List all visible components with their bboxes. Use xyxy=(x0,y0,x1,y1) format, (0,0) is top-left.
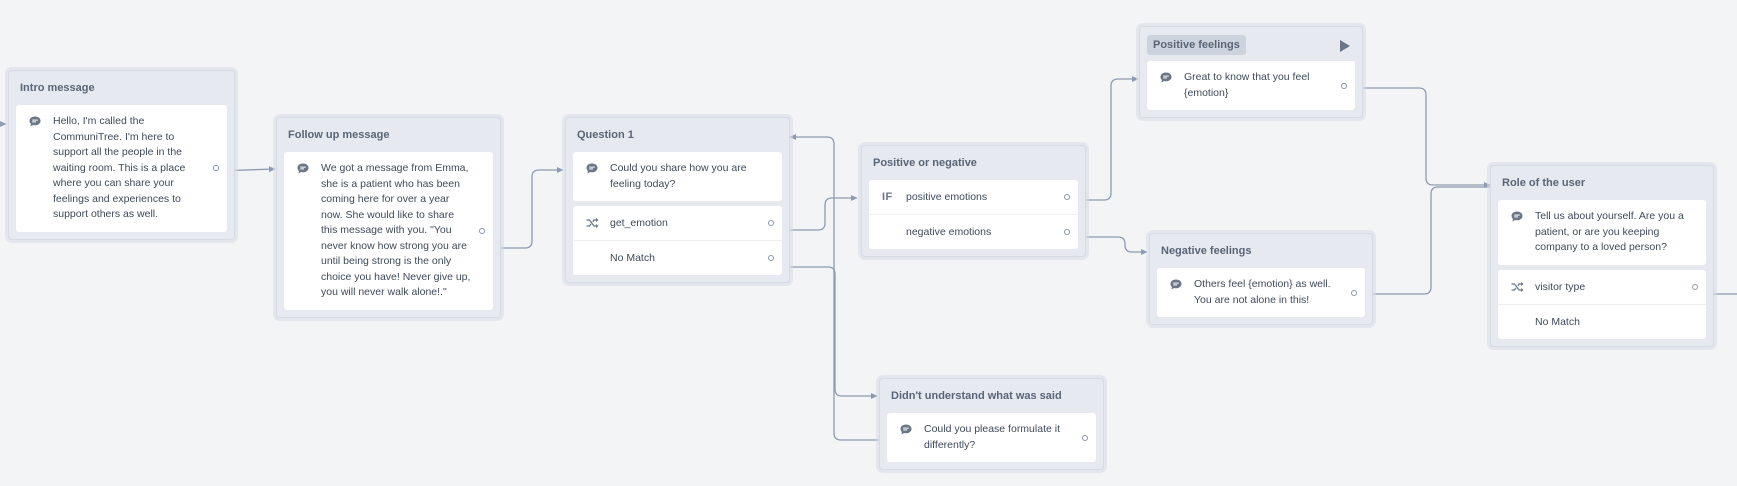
no-match-row[interactable]: No Match xyxy=(1498,303,1706,339)
condition-label: positive emotions xyxy=(906,191,988,203)
no-match-row[interactable]: No Match xyxy=(573,240,782,275)
output-port[interactable] xyxy=(213,165,219,172)
node-intro-message[interactable]: Intro message Hello, I'm called the Comm… xyxy=(8,70,235,240)
message-step[interactable]: Hello, I'm called the CommuniTree. I'm h… xyxy=(16,105,227,232)
output-port[interactable] xyxy=(1692,283,1698,290)
chat-bubble-icon xyxy=(29,116,41,127)
node-follow-up-message[interactable]: Follow up message We got a message from … xyxy=(276,117,501,318)
chat-bubble-icon xyxy=(900,424,912,435)
chat-bubble-icon xyxy=(1511,211,1523,222)
output-port[interactable] xyxy=(479,227,485,234)
node-title: Positive feelings xyxy=(1147,35,1246,55)
message-text: Could you share how you are feeling toda… xyxy=(610,162,747,190)
message-step[interactable]: We got a message from Emma, she is a pat… xyxy=(284,152,493,310)
output-port[interactable] xyxy=(1064,194,1070,200)
node-title: Positive or negative xyxy=(873,157,977,169)
capture-step[interactable]: get_emotion No Match xyxy=(573,206,782,275)
message-step[interactable]: Could you share how you are feeling toda… xyxy=(573,152,782,201)
output-port[interactable] xyxy=(1341,82,1347,89)
output-port[interactable] xyxy=(768,220,774,226)
output-port[interactable] xyxy=(768,255,774,261)
chat-bubble-icon xyxy=(1170,279,1182,290)
node-title: Negative feelings xyxy=(1161,245,1252,257)
message-step[interactable]: Could you please formulate it differentl… xyxy=(887,413,1096,462)
capture-label: visitor type xyxy=(1535,280,1586,293)
chat-bubble-icon xyxy=(297,163,309,174)
message-step[interactable]: Tell us about yourself. Are you a patien… xyxy=(1498,200,1706,265)
output-port[interactable] xyxy=(1064,229,1070,235)
node-title: Role of the user xyxy=(1502,177,1586,189)
node-title: Intro message xyxy=(20,82,95,94)
shuffle-icon xyxy=(1511,281,1524,292)
capture-label: get_emotion xyxy=(610,217,668,229)
message-text: Hello, I'm called the CommuniTree. I'm h… xyxy=(53,115,186,220)
message-text: We got a message from Emma, she is a pat… xyxy=(321,162,471,298)
wire-getemotion-to-posneg xyxy=(782,195,858,231)
wire-positive-feelings-to-role xyxy=(1352,87,1491,188)
no-match-label: No Match xyxy=(1535,315,1580,328)
capture-row-get-emotion[interactable]: get_emotion xyxy=(573,206,782,240)
message-step[interactable]: Great to know that you feel {emotion} xyxy=(1147,61,1355,110)
condition-row-negative[interactable]: negative emotions xyxy=(869,214,1078,249)
output-port[interactable] xyxy=(1351,289,1357,296)
node-title: Question 1 xyxy=(577,129,634,141)
wire-nomatch-to-didnt xyxy=(782,266,878,399)
node-question-1[interactable]: Question 1 Could you share how you are f… xyxy=(565,117,790,283)
capture-row-visitor-type[interactable]: visitor type xyxy=(1498,270,1706,304)
message-text: Tell us about yourself. Are you a patien… xyxy=(1535,210,1684,253)
wire-negative-feelings-to-role xyxy=(1355,186,1490,295)
wire-positive-to-positive-feelings xyxy=(1077,76,1139,201)
message-text: Great to know that you feel {emotion} xyxy=(1184,71,1310,99)
wire-negative-to-negative-feelings xyxy=(1077,236,1148,255)
condition-row-positive[interactable]: IF positive emotions xyxy=(869,180,1078,214)
if-icon: IF xyxy=(882,191,893,203)
message-text: Could you please formulate it differentl… xyxy=(924,423,1060,451)
shuffle-icon xyxy=(586,218,599,228)
capture-step[interactable]: visitor type No Match xyxy=(1498,269,1706,339)
node-positive-feelings[interactable]: Positive feelings Great to know that you… xyxy=(1139,26,1363,118)
node-negative-feelings[interactable]: Negative feelings Others feel {emotion} … xyxy=(1149,233,1373,325)
output-port[interactable] xyxy=(1082,434,1088,441)
condition-label: negative emotions xyxy=(906,226,992,238)
node-didnt-understand[interactable]: Didn't understand what was said Could yo… xyxy=(879,378,1104,470)
message-text: Others feel {emotion} as well. You are n… xyxy=(1194,278,1331,306)
chat-bubble-icon xyxy=(586,163,598,174)
condition-step[interactable]: IF positive emotions negative emotions xyxy=(869,180,1078,249)
message-step[interactable]: Others feel {emotion} as well. You are n… xyxy=(1157,268,1365,317)
chat-bubble-icon xyxy=(1160,72,1172,83)
node-positive-or-negative[interactable]: Positive or negative IF positive emotion… xyxy=(861,145,1086,257)
node-role-of-the-user[interactable]: Role of the user Tell us about yourself.… xyxy=(1490,165,1714,347)
node-title: Didn't understand what was said xyxy=(891,390,1062,402)
no-match-label: No Match xyxy=(610,252,655,264)
node-title: Follow up message xyxy=(288,129,390,141)
play-icon[interactable] xyxy=(1340,40,1350,52)
